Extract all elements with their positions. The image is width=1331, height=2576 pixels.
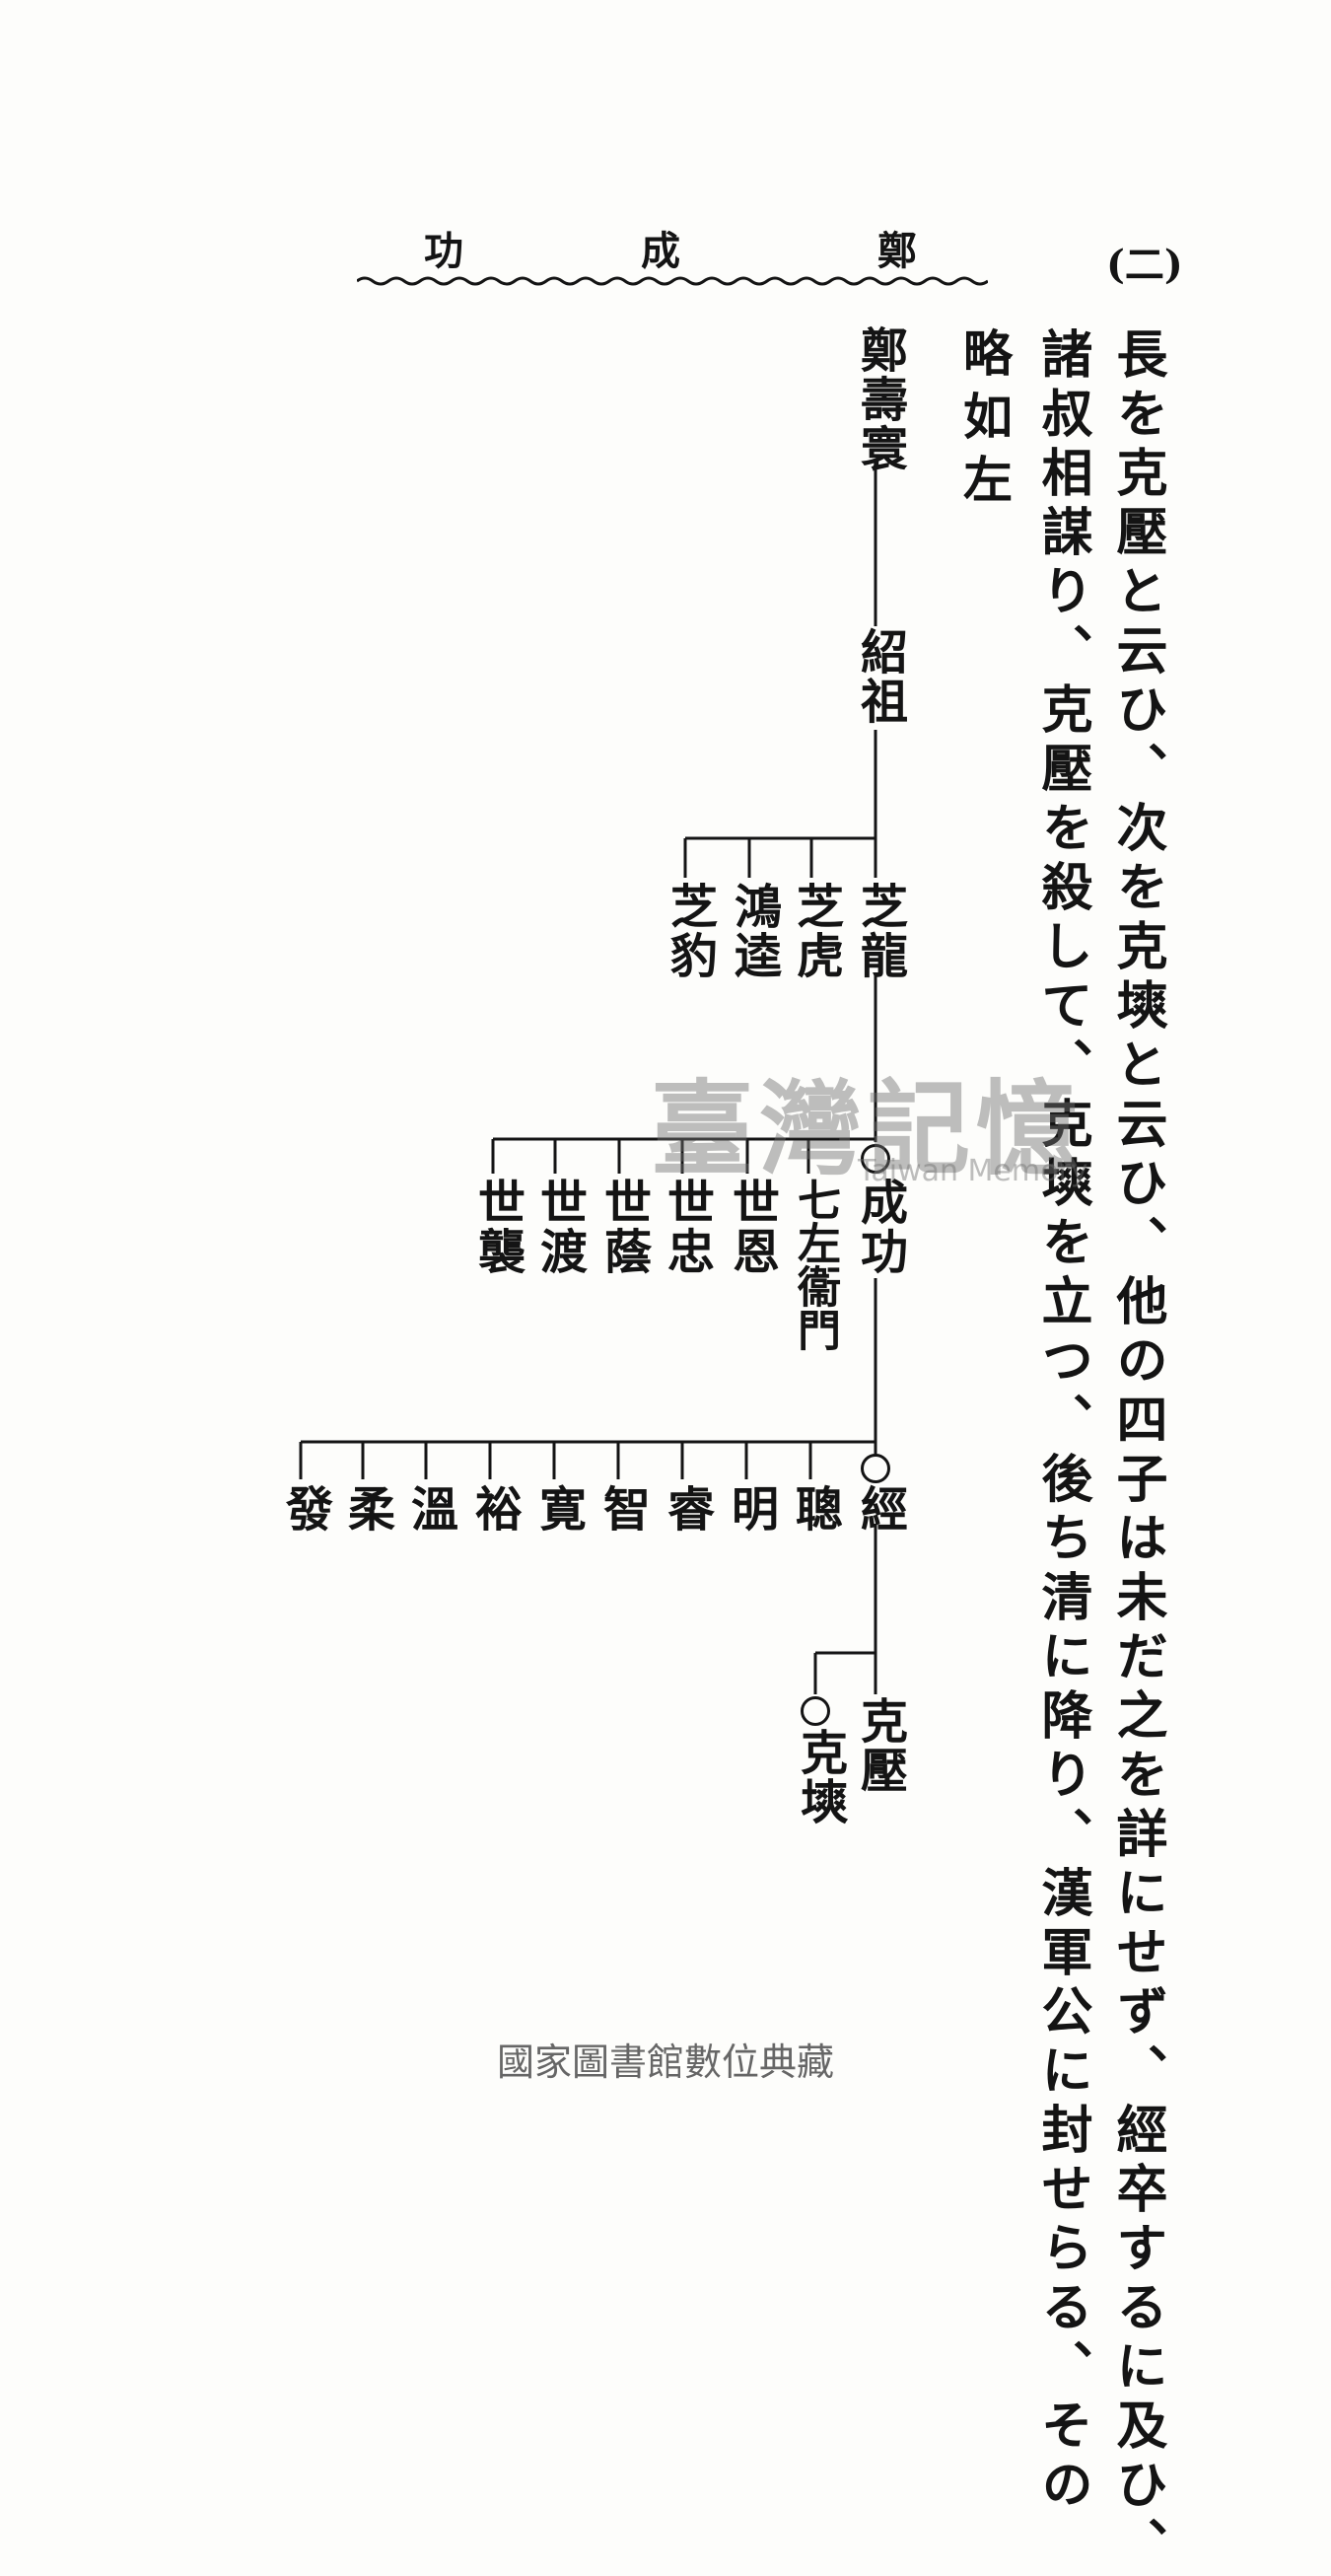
watermark: 臺灣記憶 Taiwan Memory	[651, 1045, 1104, 1189]
page-number: (二)	[1106, 242, 1183, 288]
gen5-sibling-3: 睿	[659, 1484, 714, 1534]
running-title-char-3: 功	[424, 228, 463, 274]
gen6-name-2: 克塽	[792, 1728, 847, 1826]
gen5-main-name: 經	[852, 1484, 907, 1534]
gen5-sibling-6: 裕	[466, 1484, 522, 1534]
gen5-sibling-1: 聰	[787, 1484, 842, 1534]
gen4-main-name: 成功	[852, 1178, 907, 1276]
gen3-name-3: 鴻逵	[726, 882, 781, 980]
gen3-name-2: 芝虎	[788, 882, 843, 980]
gen5-sibling-4: 智	[595, 1484, 650, 1534]
gen2-name: 紹祖	[852, 627, 907, 726]
gen4-sibling-6: 世襲	[469, 1178, 525, 1276]
gen4-sibling-4: 世蔭	[595, 1178, 651, 1276]
main-line-circle-marker	[861, 1144, 890, 1174]
running-title: 鄭 成 功	[355, 219, 986, 278]
gen4-sibling-3: 世忠	[659, 1178, 714, 1276]
main-line-circle-marker	[861, 1454, 890, 1483]
gen4-sibling-2: 世恩	[724, 1178, 779, 1276]
main-line-circle-marker	[801, 1696, 830, 1726]
running-title-char-2: 成	[641, 228, 680, 274]
gen5-sibling-8: 柔	[339, 1484, 394, 1534]
gen6-name-1: 克壓	[852, 1696, 907, 1795]
gen4-sibling-5: 世渡	[531, 1178, 587, 1276]
footer-credit: 國家圖書館數位典藏	[496, 2040, 834, 2084]
gen3-name-1: 芝龍	[852, 882, 907, 980]
watermark-title: 臺灣記憶	[651, 1068, 1086, 1189]
gen3-name-4: 芝豹	[662, 882, 717, 980]
gen5-sibling-9: 發	[277, 1484, 332, 1534]
gen1-name: 鄭壽寰	[852, 325, 907, 473]
running-title-char-1: 鄭	[877, 228, 917, 274]
genealogy-tree-lines	[299, 464, 877, 1694]
gen5-sibling-7: 溫	[402, 1484, 457, 1534]
header-wavy-rule	[357, 276, 988, 286]
gen5-sibling-2: 明	[723, 1484, 778, 1534]
watermark-subtitle: Taiwan Memory	[858, 1154, 1088, 1188]
gen4-sibling-1: 七左衞門	[790, 1178, 840, 1351]
text-column-3: 略如左	[955, 327, 1014, 517]
gen5-sibling-5: 寛	[530, 1484, 586, 1534]
